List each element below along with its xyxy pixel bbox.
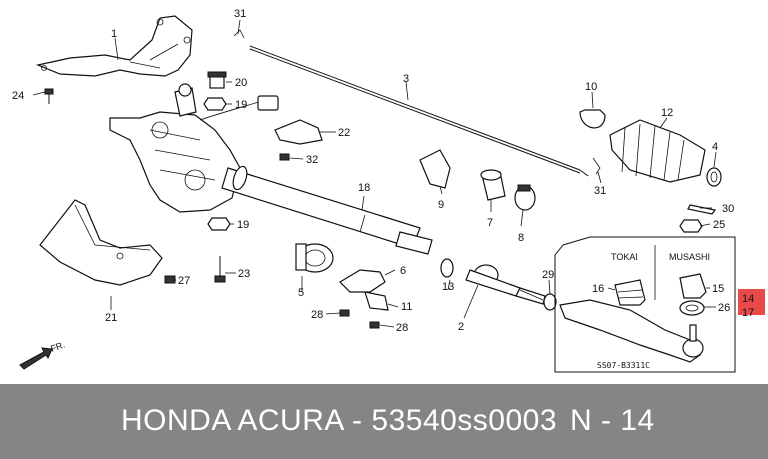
part-24-bolt	[44, 88, 54, 104]
part-5-bushing	[295, 243, 334, 273]
part-3-rack-rod	[249, 45, 589, 177]
part-27-bolt	[164, 275, 176, 284]
part-1-bracket	[35, 15, 193, 77]
leader-lines	[32, 19, 717, 328]
callout-19-lower: 19	[237, 219, 249, 231]
part-31-clip-lower	[592, 157, 601, 175]
footer-title: HONDA ACURA - 53540ss0003	[121, 404, 558, 437]
callout-19-upper: 19	[235, 99, 247, 111]
callout-32: 32	[306, 154, 318, 166]
exploded-parts-diagram: FR. 1 2	[12, 8, 765, 373]
callout-14: 14	[742, 293, 754, 305]
callout-15: 15	[712, 283, 724, 295]
callout-11: 11	[401, 301, 412, 313]
callout-30: 30	[722, 203, 734, 215]
part-2-tie-rod	[465, 264, 546, 305]
label-musashi: MUSASHI	[669, 252, 710, 262]
part-20-collar	[207, 71, 227, 89]
callout-25: 25	[713, 219, 725, 231]
callout-27: 27	[178, 275, 190, 287]
part-19-nut-lower	[207, 217, 231, 231]
part-15-boot-musashi	[679, 273, 707, 299]
part-19-nut-upper	[203, 97, 227, 111]
callout-28-a: 28	[311, 309, 323, 321]
callout-5: 5	[298, 287, 304, 299]
part-9-clip	[419, 149, 451, 189]
part-8-clamp	[514, 184, 536, 211]
part-13-washer	[440, 258, 454, 278]
part-11-bracket	[364, 291, 389, 311]
drawing-code: SS07-B3311C	[597, 361, 650, 370]
callout-29: 29	[542, 269, 554, 281]
callout-18: 18	[358, 182, 370, 194]
callout-22: 22	[338, 127, 350, 139]
label-tokai: TOKAI	[611, 252, 638, 262]
part-18-rack-tube	[221, 165, 433, 255]
callout-6: 6	[400, 265, 406, 277]
part-29-nut	[543, 293, 557, 311]
callout-20: 20	[235, 77, 247, 89]
part-28-bolt-a	[339, 309, 350, 317]
part-16-boot-tokai	[614, 279, 646, 306]
part-23-bolt	[214, 256, 226, 283]
callout-21: 21	[105, 312, 117, 324]
part-25-nut	[679, 219, 703, 233]
part-28-bolt-b	[369, 321, 380, 329]
part-32-bolt	[279, 153, 290, 161]
callout-7: 7	[487, 217, 493, 229]
part-7-bushing	[480, 169, 506, 201]
part-21-shield	[39, 199, 163, 286]
callout-28-b: 28	[396, 322, 408, 334]
gearbox-housing	[109, 83, 279, 213]
callout-2: 2	[458, 321, 464, 333]
footer-bar: HONDA ACURA - 53540ss0003 N - 14	[0, 384, 768, 459]
part-4-band	[706, 167, 722, 187]
callout-26: 26	[718, 302, 730, 314]
front-arrow: FR.	[19, 340, 66, 370]
callout-17: 17	[742, 307, 754, 319]
callout-12: 12	[661, 107, 673, 119]
part-26-ring	[679, 300, 705, 316]
callout-9: 9	[438, 199, 444, 211]
part-10-clamp	[579, 109, 606, 129]
callout-16: 16	[592, 283, 604, 295]
callout-13: 13	[442, 281, 454, 293]
footer-ref: N - 14	[570, 404, 655, 437]
part-6-clamp	[339, 269, 386, 293]
callout-3: 3	[403, 73, 409, 85]
part-31-clip-upper	[233, 29, 245, 39]
callout-4: 4	[712, 141, 718, 153]
part-30-cotter-pin	[687, 204, 717, 215]
callout-24: 24	[12, 90, 24, 102]
highlight-box-14	[738, 289, 765, 315]
part-12-boot	[609, 119, 706, 183]
tie-rod-end-box	[554, 236, 736, 373]
part-22-bracket	[274, 119, 323, 145]
callout-31-upper: 31	[234, 8, 246, 20]
callout-1: 1	[111, 28, 117, 40]
callout-23: 23	[238, 268, 250, 280]
callout-31-lower: 31	[594, 185, 606, 197]
callout-8: 8	[518, 232, 524, 244]
callout-10: 10	[585, 81, 597, 93]
callouts: 1 2 3 4 5 6 7 8 9 10 11 12 13 14 15 16 1…	[12, 8, 754, 334]
front-arrow-label: FR.	[49, 340, 66, 354]
